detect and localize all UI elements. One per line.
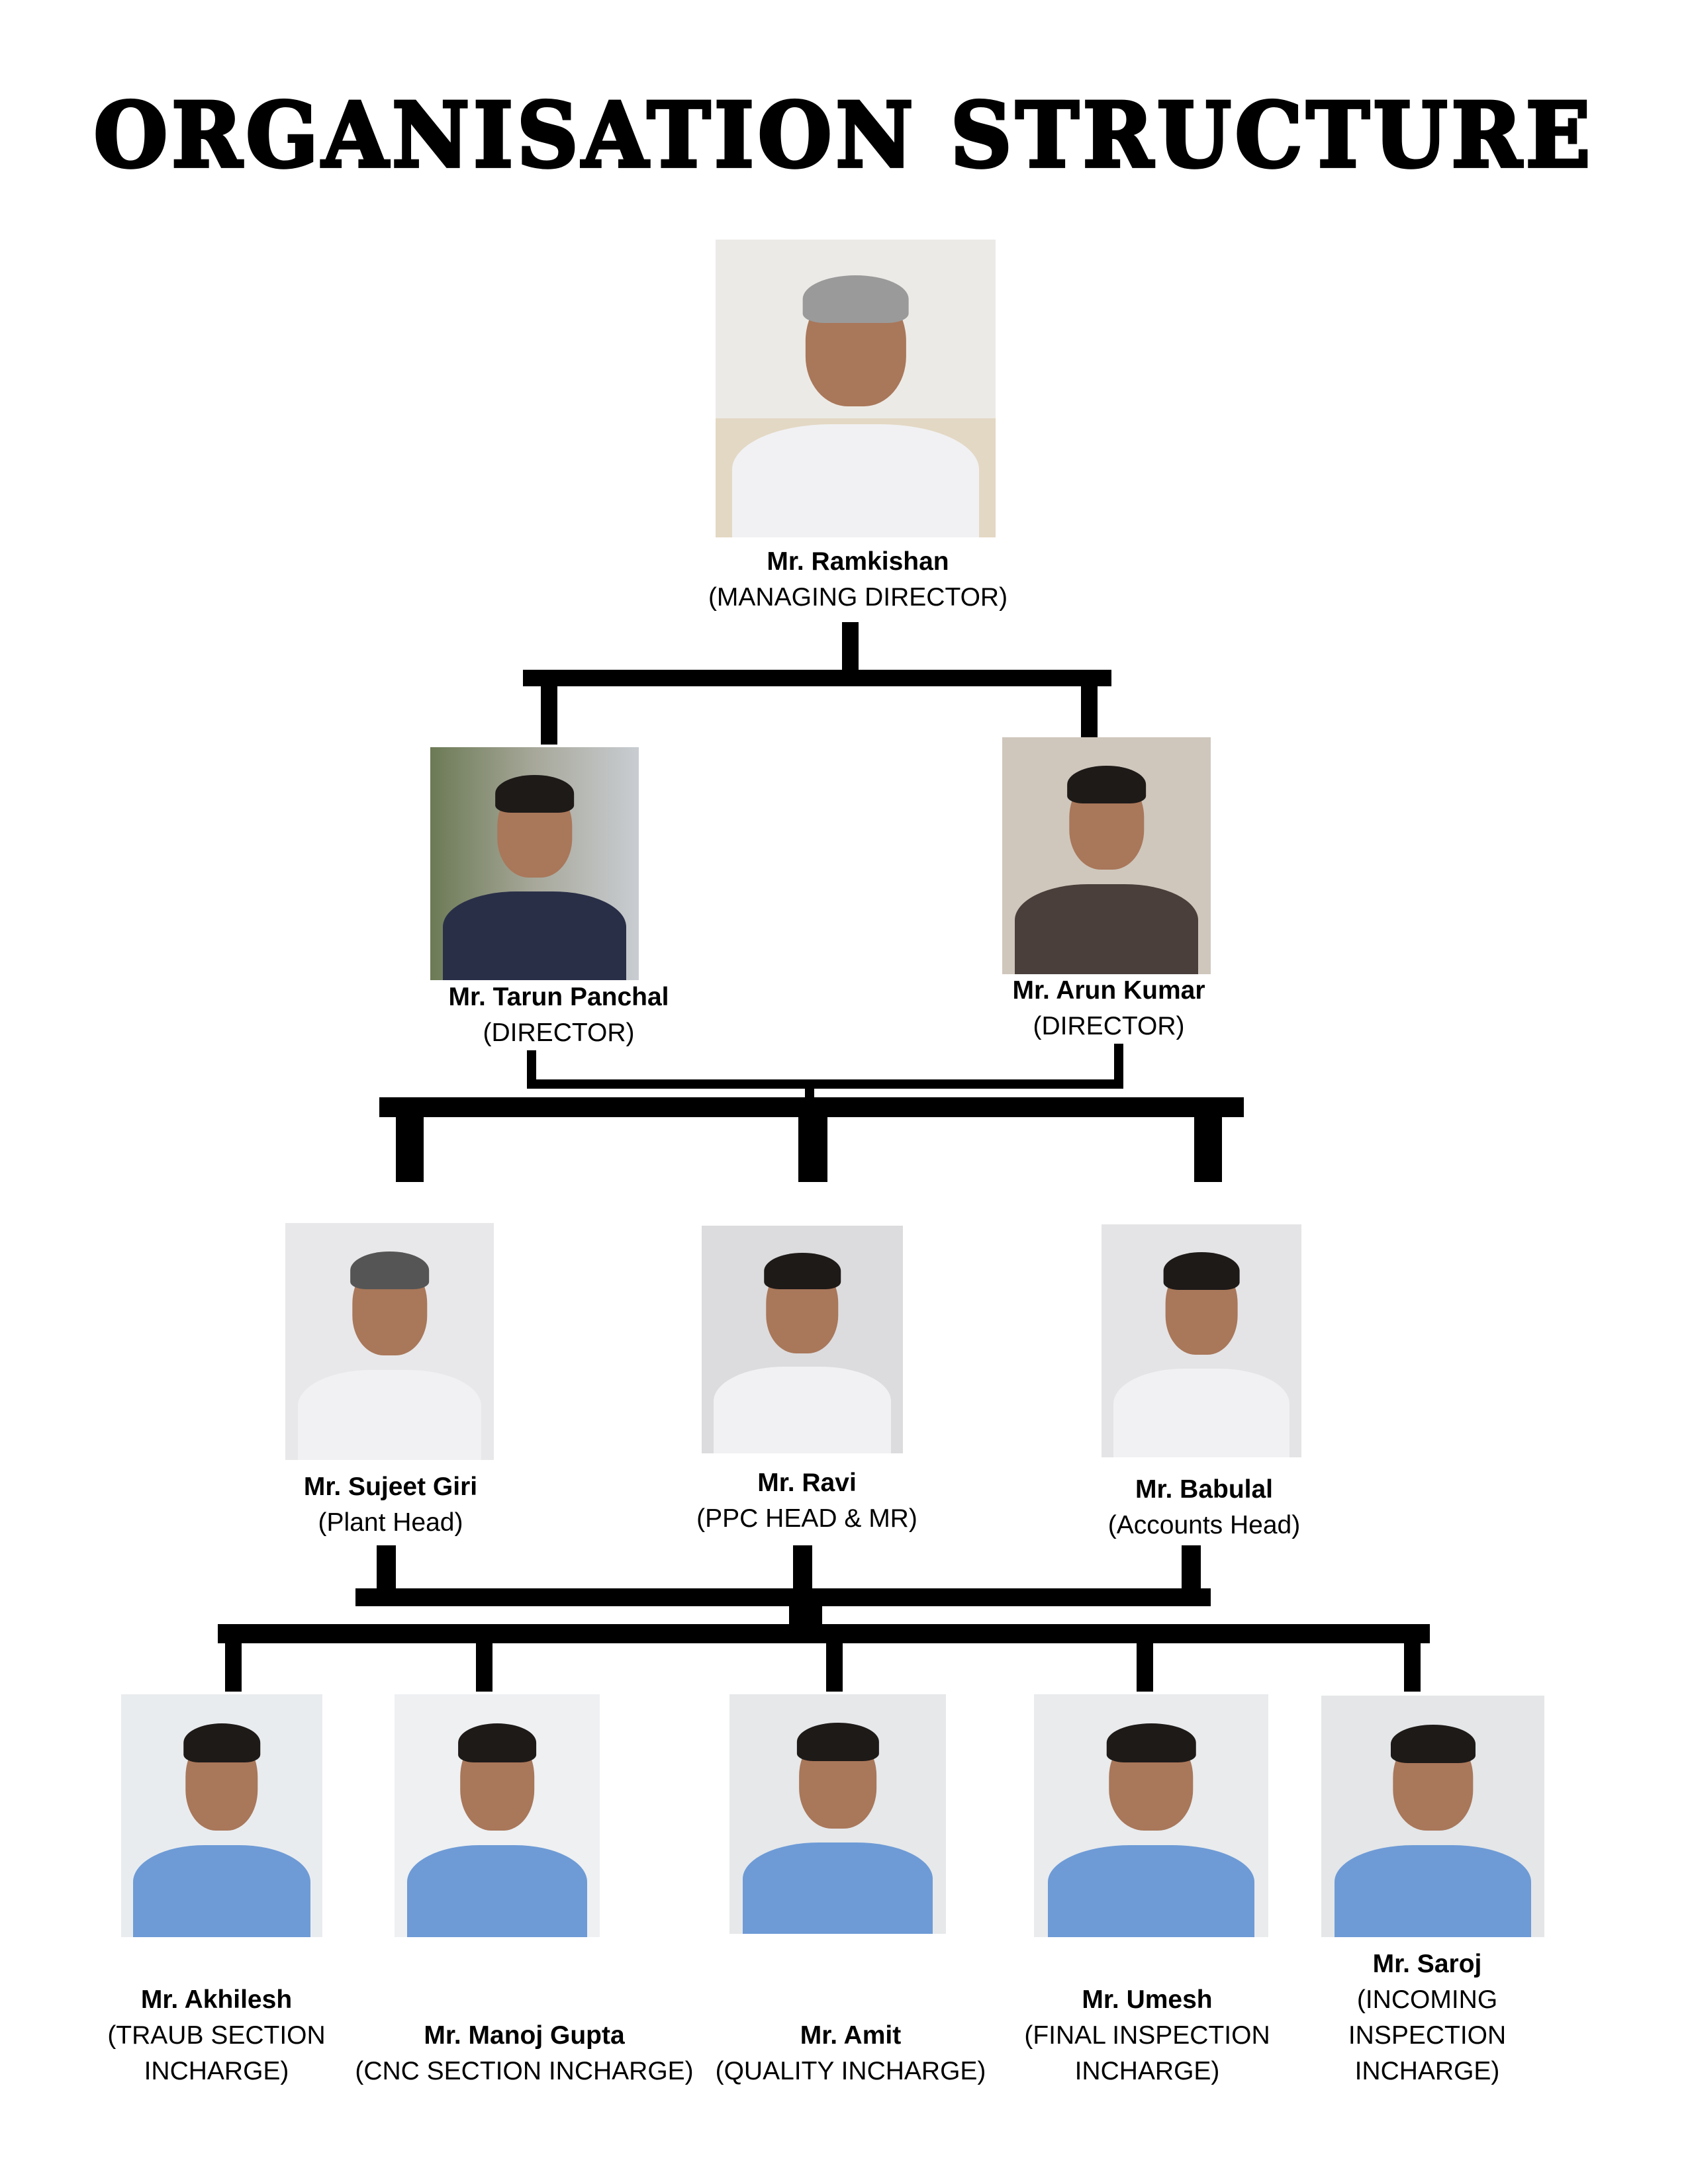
connector-heads-join	[355, 1588, 1211, 1606]
person-name: Mr. Umesh	[1082, 1985, 1213, 2014]
photo-tarun-panchal	[430, 747, 639, 980]
label-amit: Mr. Amit (QUALITY INCHARGE)	[716, 2018, 986, 2089]
connector-center-down	[789, 1606, 822, 1626]
label-sujeet-giri: Mr. Sujeet Giri (Plant Head)	[304, 1469, 477, 1541]
label-saroj: Mr. Saroj (INCOMING INSPECTION INCHARGE)	[1348, 1946, 1506, 2089]
person-role: INCHARGE)	[144, 2057, 289, 2085]
connector-drop-arun	[1081, 686, 1098, 739]
connector-join-down	[805, 1089, 814, 1099]
connector-drop-saroj	[1404, 1643, 1421, 1692]
connector-md-down	[842, 622, 859, 675]
connector-drop-sujeet	[396, 1117, 424, 1182]
person-name: Mr. Amit	[800, 2021, 902, 2050]
photo-sujeet-giri	[285, 1223, 494, 1460]
connector-drop-akhilesh	[225, 1643, 242, 1692]
connector-drop-umesh	[1137, 1643, 1153, 1692]
photo-babulal	[1102, 1224, 1301, 1457]
label-ramkishan: Mr. Ramkishan (MANAGING DIRECTOR)	[708, 544, 1008, 615]
person-role: (CNC SECTION INCHARGE)	[355, 2057, 694, 2085]
person-name: Mr. Tarun Panchal	[448, 983, 669, 1011]
connector-tarun-up	[527, 1050, 536, 1089]
person-role: (INCOMING	[1356, 1985, 1498, 2014]
photo-akhilesh	[121, 1694, 322, 1937]
connector-staff-bar	[218, 1624, 1430, 1643]
photo-ravi	[702, 1226, 903, 1453]
person-name: Mr. Sujeet Giri	[303, 1473, 478, 1501]
connector-drop-tarun	[541, 686, 557, 745]
person-role: (Plant Head)	[318, 1508, 463, 1537]
person-name: Mr. Ravi	[757, 1469, 857, 1497]
connector-heads-bar	[379, 1097, 1244, 1117]
photo-ramkishan	[716, 240, 996, 537]
person-name: Mr. Saroj	[1372, 1950, 1482, 1978]
label-tarun-panchal: Mr. Tarun Panchal (DIRECTOR)	[448, 979, 669, 1051]
connector-drop-babulal	[1194, 1117, 1222, 1182]
connector-drop-amit	[826, 1643, 843, 1692]
person-role: (PPC HEAD & MR)	[696, 1504, 917, 1533]
label-umesh: Mr. Umesh (FINAL INSPECTION INCHARGE)	[1024, 1982, 1270, 2089]
person-role: (Accounts Head)	[1107, 1511, 1301, 1539]
person-name: Mr. Arun Kumar	[1012, 976, 1205, 1005]
photo-amit	[729, 1694, 946, 1934]
label-babulal: Mr. Babulal (Accounts Head)	[1108, 1472, 1300, 1543]
person-name: Mr. Babulal	[1135, 1475, 1274, 1504]
connector-arun-up	[1114, 1044, 1123, 1089]
connector-drop-manoj	[476, 1643, 492, 1692]
person-role: INCHARGE)	[1354, 2057, 1500, 2085]
label-ravi: Mr. Ravi (PPC HEAD & MR)	[696, 1465, 917, 1537]
person-role: INCHARGE)	[1074, 2057, 1220, 2085]
label-manoj-gupta: Mr. Manoj Gupta (CNC SECTION INCHARGE)	[355, 2018, 693, 2089]
connector-directors-join	[527, 1079, 1121, 1089]
photo-umesh	[1034, 1694, 1268, 1937]
person-name: Mr. Akhilesh	[140, 1985, 293, 2014]
photo-manoj-gupta	[395, 1694, 600, 1937]
person-name: Mr. Ramkishan	[767, 547, 949, 576]
person-role: INSPECTION	[1348, 2021, 1507, 2050]
person-role: (MANAGING DIRECTOR)	[708, 583, 1008, 612]
person-name: Mr. Manoj Gupta	[424, 2021, 625, 2050]
label-akhilesh: Mr. Akhilesh (TRAUB SECTION INCHARGE)	[107, 1982, 325, 2089]
person-role: (DIRECTOR)	[483, 1019, 635, 1047]
person-role: (DIRECTOR)	[1033, 1012, 1185, 1040]
person-role: (TRAUB SECTION	[107, 2021, 326, 2050]
person-role: (FINAL INSPECTION	[1024, 2021, 1270, 2050]
connector-directors-bar	[523, 670, 1111, 686]
person-role: (QUALITY INCHARGE)	[715, 2057, 986, 2085]
label-arun-kumar: Mr. Arun Kumar (DIRECTOR)	[1012, 973, 1205, 1044]
page-title: ORGANISATION STRUCTURE	[92, 82, 1595, 190]
photo-saroj	[1321, 1696, 1544, 1937]
connector-drop-ravi	[798, 1117, 827, 1182]
photo-arun-kumar	[1002, 737, 1211, 974]
